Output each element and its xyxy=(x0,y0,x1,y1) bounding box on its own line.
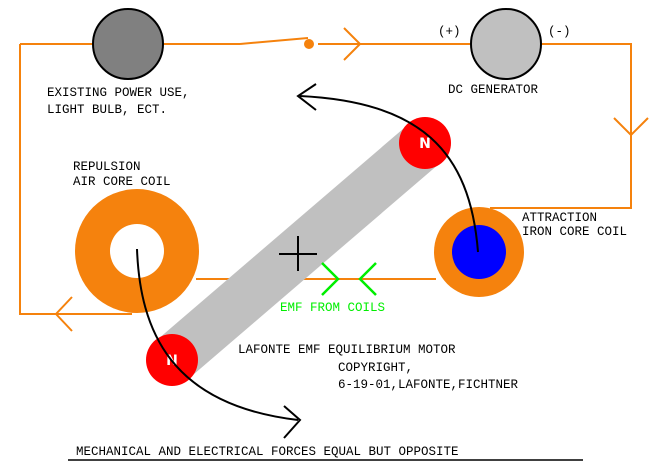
dc-generator xyxy=(470,8,542,80)
existing-power-label-1: EXISTING POWER USE, xyxy=(47,86,190,100)
copyright-label-2: 6-19-01,LAFONTE,FICHTNER xyxy=(338,378,519,392)
wire-generator-right xyxy=(490,43,632,209)
current-arrow-left xyxy=(54,296,73,332)
magnet-pole-top xyxy=(399,117,451,169)
emf-label: EMF FROM COILS xyxy=(280,301,385,315)
plus-terminal-label: (+) xyxy=(438,25,461,39)
current-arrow-top xyxy=(343,27,362,61)
emf-arrow-right xyxy=(321,262,340,296)
dc-generator-label: DC GENERATOR xyxy=(448,83,539,97)
switch-lever xyxy=(239,37,309,45)
light-bulb xyxy=(92,8,164,80)
switch-contact xyxy=(304,39,314,49)
attraction-label-2: IRON CORE COIL xyxy=(522,225,627,239)
repulsion-label-1: REPULSION xyxy=(73,160,141,174)
repulsion-label-2: AIR CORE COIL xyxy=(73,175,171,189)
rotation-arrowhead-top xyxy=(296,83,317,111)
rotation-arc-top xyxy=(299,95,479,253)
motor-title: LAFONTE EMF EQUILIBRIUM MOTOR xyxy=(238,343,456,357)
footer-caption: MECHANICAL AND ELECTRICAL FORCES EQUAL B… xyxy=(76,445,459,459)
existing-power-label-2: LIGHT BULB, ECT. xyxy=(47,103,167,117)
current-arrow-right xyxy=(613,117,649,137)
copyright-label-1: COPYRIGHT, xyxy=(338,361,413,375)
attraction-label-1: ATTRACTION xyxy=(522,211,597,225)
minus-terminal-label: (-) xyxy=(548,25,571,39)
wire-top-left xyxy=(19,44,132,315)
emf-arrow-left xyxy=(358,262,377,296)
rotation-arc-bottom xyxy=(136,248,299,421)
pole-label-top: N xyxy=(419,136,431,152)
rotation-arrowhead-bottom xyxy=(283,405,302,439)
iron-core xyxy=(452,225,506,279)
